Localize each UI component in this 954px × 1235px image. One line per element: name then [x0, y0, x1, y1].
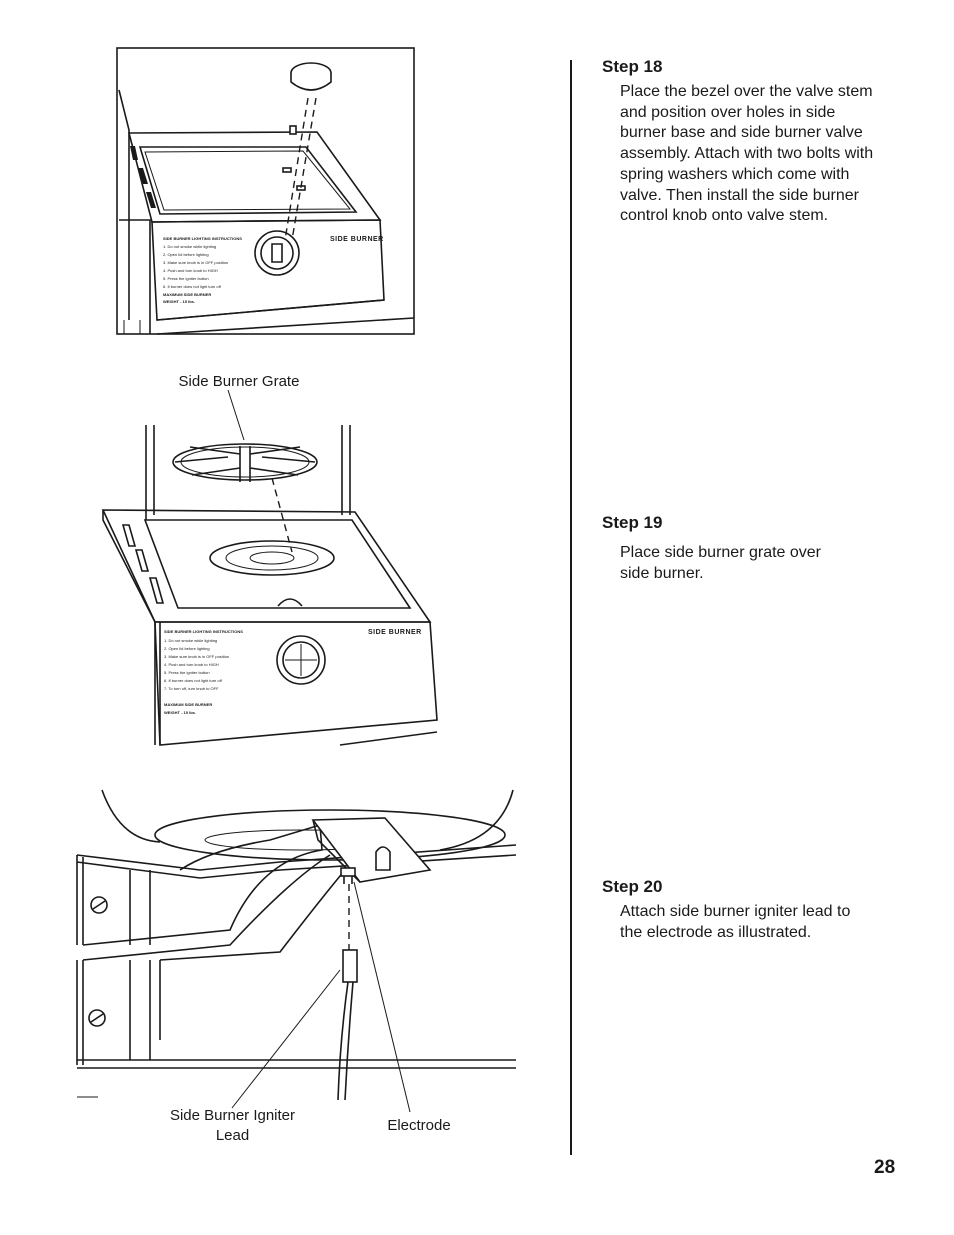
svg-text:WEIGHT - 15 lbs.: WEIGHT - 15 lbs. [163, 299, 195, 304]
column-divider [570, 60, 572, 1155]
step-19-body: Place side burner grate over side burner… [620, 544, 821, 582]
svg-text:1. Do not smoke while lighting: 1. Do not smoke while lighting [163, 244, 216, 249]
svg-text:2. Open lid before lighting: 2. Open lid before lighting [164, 646, 210, 651]
svg-text:1. Do not smoke while lighting: 1. Do not smoke while lighting [164, 638, 217, 643]
panel-title-side-burner: SIDE BURNER [330, 236, 384, 243]
step-19-title: Step 19 [602, 513, 663, 532]
svg-text:3. Make sure knob is in OFF po: 3. Make sure knob is in OFF position [164, 654, 229, 659]
svg-text:MAXIMUM SIDE BURNER: MAXIMUM SIDE BURNER [164, 702, 212, 707]
label-side-burner-grate: Side Burner Grate [178, 373, 300, 390]
svg-text:SIDE BURNER LIGHTING INSTRUCTI: SIDE BURNER LIGHTING INSTRUCTIONS [164, 629, 243, 634]
step-18-title: Step 18 [602, 57, 663, 76]
svg-text:SIDE BURNER LIGHTING INSTRUCTI: SIDE BURNER LIGHTING INSTRUCTIONS [163, 236, 242, 241]
svg-text:3. Make sure knob is in OFF po: 3. Make sure knob is in OFF position [163, 260, 228, 265]
svg-text:7. To turn off, turn knob to O: 7. To turn off, turn knob to OFF [164, 686, 219, 691]
svg-text:MAXIMUM SIDE BURNER: MAXIMUM SIDE BURNER [163, 292, 211, 297]
label-electrode: Electrode [387, 1117, 451, 1134]
step-20-title: Step 20 [602, 877, 663, 896]
svg-text:4. Push and turn knob to HIGH: 4. Push and turn knob to HIGH [164, 662, 219, 667]
svg-text:4. Push and turn knob to HIGH: 4. Push and turn knob to HIGH [163, 268, 218, 273]
page-number: 28 [874, 1157, 896, 1178]
svg-text:WEIGHT - 15 lbs.: WEIGHT - 15 lbs. [164, 710, 196, 715]
svg-text:5. Press the igniter button: 5. Press the igniter button [163, 276, 209, 281]
svg-text:6. If burner does not light tu: 6. If burner does not light turn off [163, 284, 222, 289]
svg-text:2. Open lid before lighting: 2. Open lid before lighting [163, 252, 209, 257]
panel-title-side-burner-2: SIDE BURNER [368, 629, 422, 636]
svg-text:5. Press the igniter button: 5. Press the igniter button [164, 670, 210, 675]
step-18-body: Place the bezel over the valve stem and … [620, 83, 874, 225]
svg-text:6. If burner does not light tu: 6. If burner does not light turn off [164, 678, 223, 683]
step-20-body: Attach side burner igniter lead to the e… [620, 903, 851, 941]
label-side-burner-igniter-lead: Side Burner Igniter Lead [169, 1107, 296, 1144]
